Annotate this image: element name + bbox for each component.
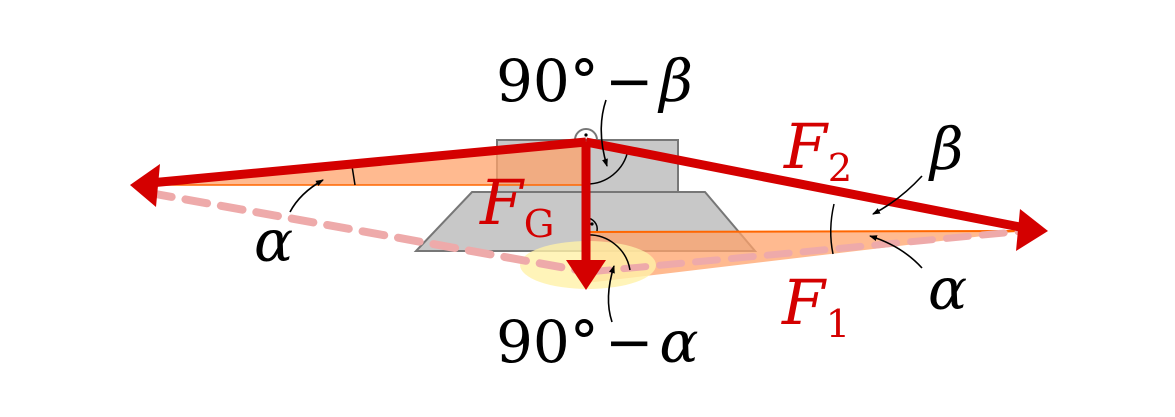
- angle-arc-left: [351, 165, 356, 186]
- force-gravity-letter: F: [480, 166, 524, 239]
- force-f2-right-arrow: [585, 137, 1033, 234]
- pointer-alpha-left: [289, 179, 324, 213]
- left-arrowhead: [130, 164, 160, 207]
- angle-top-number: 90°: [496, 47, 599, 115]
- right-angle-marker-top: [574, 128, 598, 141]
- force-f2-left-arrow: [147, 137, 587, 188]
- pointer-alpha-right: [869, 235, 923, 269]
- angle-label-top: 90°−β: [496, 52, 693, 110]
- beta-label-right: β: [930, 115, 964, 183]
- angle-bottom-number: 90°: [496, 308, 599, 376]
- angle-arc-top: [585, 149, 629, 185]
- right-arrowhead: [1016, 209, 1048, 251]
- right-angle-dot-mid: [590, 222, 594, 226]
- angle-top-minus: −: [604, 47, 654, 115]
- pointer-bottom-angle: [607, 265, 615, 323]
- force-one-letter: F: [782, 266, 826, 339]
- force-gravity-sub: G: [523, 202, 555, 248]
- force-two-sub: 2: [827, 146, 853, 192]
- dashed-resultant-line: [146, 189, 592, 276]
- force-label-two: F2: [784, 116, 852, 189]
- angle-arc-right: [830, 203, 835, 255]
- right-reference-line: [585, 230, 1026, 233]
- angle-arc-bottom: [585, 234, 631, 271]
- right-angle-dot-top: [584, 133, 588, 137]
- force-one-sub: 1: [825, 302, 851, 348]
- angle-bottom-minus: −: [604, 308, 654, 376]
- down-arrowhead: [566, 260, 606, 290]
- dashed-f1-line: [584, 227, 1029, 276]
- angle-top-greek: β: [659, 47, 693, 115]
- force-label-gravity: FG: [480, 172, 555, 245]
- alpha-label-right: α: [928, 255, 968, 323]
- pointer-top-angle: [600, 99, 608, 167]
- alpha-label-left: α: [254, 207, 294, 275]
- angle-label-bottom: 90°−α: [496, 313, 699, 371]
- pointer-beta-right: [872, 175, 923, 215]
- force-two-letter: F: [784, 110, 828, 183]
- force-label-one: F1: [782, 272, 850, 345]
- angle-bottom-greek: α: [659, 308, 699, 376]
